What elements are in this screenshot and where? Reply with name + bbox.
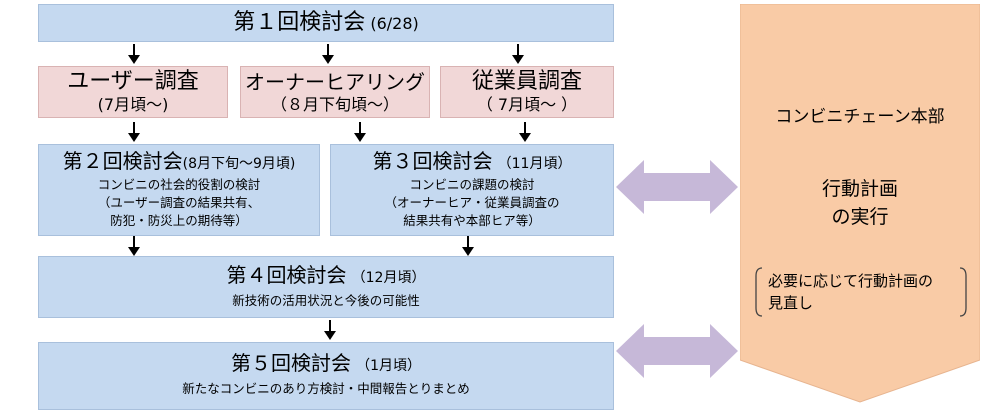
down-arrow-icon <box>322 320 338 340</box>
meeting-1-title: 第１回検討会 <box>233 10 366 35</box>
meeting-2-title: 第２回検討会 <box>62 149 183 173</box>
down-arrow-icon <box>460 236 476 256</box>
survey-employee-box: 従業員調査 （ 7月頃〜 ） <box>440 66 614 118</box>
hq-note-line-1: 必要に応じて行動計画の <box>768 272 934 290</box>
survey-owner-title: オーナーヒアリング <box>245 70 425 94</box>
meeting-4-box: 第４回検討会 （12月頃） 新技術の活用状況と今後の可能性 <box>38 256 614 318</box>
hq-panel: コンビニチェーン本部 行動計画 の実行 必要に応じて行動計画の 見直し <box>740 4 980 404</box>
survey-employee-period: （ 7月頃〜 ） <box>476 95 578 114</box>
survey-owner-box: オーナーヒアリング （８月下旬頃〜） <box>240 66 430 118</box>
meeting-4-date: （12月頃） <box>351 270 426 286</box>
meeting-5-title: 第５回検討会 <box>230 351 351 375</box>
meeting-2-box: 第２回検討会(8月下旬〜9月頃) コンビニの社会的役割の検討 （ユーザー調査の結… <box>38 144 320 236</box>
hq-note-line-2: 見直し <box>768 294 814 312</box>
meeting-4-title: 第４回検討会 <box>226 263 347 287</box>
hq-action-line-2: の実行 <box>831 206 889 228</box>
meeting-5-box: 第５回検討会 （1月頃） 新たなコンビニのあり方検討・中間報告とりまとめ <box>38 342 614 410</box>
down-arrow-icon <box>126 236 142 256</box>
survey-user-title: ユーザー調査 <box>67 69 199 94</box>
meeting-1-box: 第１回検討会 (6/28) <box>38 4 614 42</box>
down-arrow-icon <box>126 122 142 142</box>
survey-user-period: (7月頃〜) <box>97 95 169 114</box>
meeting-2-line-1: コンビニの社会的役割の検討 <box>97 177 261 192</box>
meeting-2-line-2: （ユーザー調査の結果共有、 <box>97 195 261 210</box>
double-arrow-icon <box>616 160 738 214</box>
hq-note: 必要に応じて行動計画の 見直し <box>754 266 968 318</box>
meeting-3-line-3: 結果共有や本部ヒア等） <box>403 213 541 228</box>
meeting-1-date: (6/28) <box>370 14 419 33</box>
meeting-3-line-2: （オーナーヒア・従業員調査の <box>384 195 560 210</box>
meeting-3-line-1: コンビニの課題の検討 <box>409 177 535 192</box>
down-arrow-icon <box>126 44 142 64</box>
meeting-3-box: 第３回検討会 （11月頃） コンビニの課題の検討 （オーナーヒア・従業員調査の … <box>330 144 614 236</box>
meeting-5-date: （1月頃） <box>356 358 421 374</box>
survey-owner-period: （８月下旬頃〜） <box>270 95 399 114</box>
survey-employee-title: 従業員調査 <box>471 69 582 94</box>
meeting-2-line-3: 防犯・防災上の期待等） <box>110 213 248 228</box>
hq-action-line-1: 行動計画 <box>821 178 898 200</box>
meeting-2-date: (8月下旬〜9月頃) <box>182 156 296 172</box>
meeting-5-line: 新たなコンビニのあり方検討・中間報告とりまとめ <box>182 381 470 396</box>
down-arrow-icon <box>510 44 526 64</box>
meeting-3-title: 第３回検討会 <box>372 149 493 173</box>
double-arrow-icon <box>616 324 738 378</box>
meeting-4-line: 新技術の活用状況と今後の可能性 <box>232 293 420 308</box>
survey-user-box: ユーザー調査 (7月頃〜) <box>38 66 228 118</box>
down-arrow-icon <box>517 122 533 142</box>
down-arrow-icon <box>352 122 368 142</box>
down-arrow-icon <box>320 44 336 64</box>
meeting-3-date: （11月頃） <box>497 156 572 172</box>
hq-title: コンビニチェーン本部 <box>775 107 945 127</box>
